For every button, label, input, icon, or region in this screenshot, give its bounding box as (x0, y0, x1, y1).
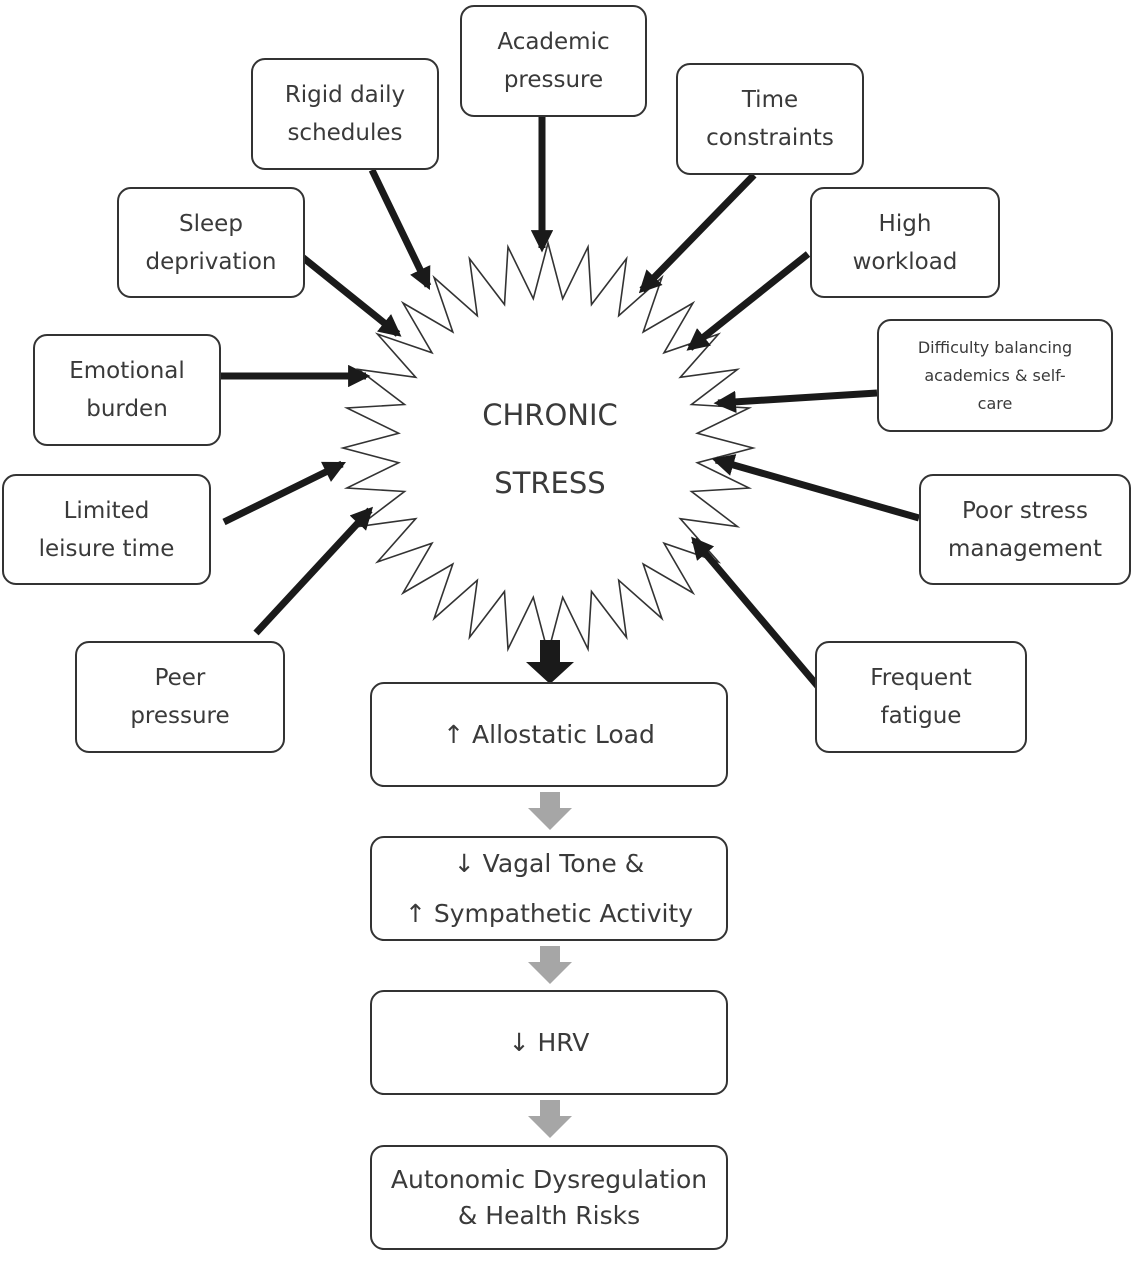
flow-arrow-3 (528, 1100, 572, 1138)
flow-hrv: ↓ HRV (370, 990, 728, 1095)
arrow-peer-pressure (253, 506, 374, 636)
flow-allostatic-load: ↑ Allostatic Load (370, 682, 728, 787)
flow-arrow-2 (528, 946, 572, 984)
arrow-frequent-fatigue (691, 536, 824, 693)
factor-academic-pressure: Academic pressure (460, 5, 647, 117)
arrow-poor-stress-management (711, 454, 920, 522)
arrow-time-constraints (638, 172, 757, 294)
chronic-stress-starburst (339, 239, 757, 657)
arrow-sleep-deprivation (293, 249, 402, 337)
factor-time-constraints: Time constraints (676, 63, 864, 175)
factor-poor-stress-management: Poor stress management (919, 474, 1131, 585)
arrow-rigid-daily-schedules (368, 168, 432, 291)
factor-rigid-daily-schedules: Rigid daily schedules (251, 58, 439, 170)
factor-limited-leisure-time: Limited leisure time (2, 474, 211, 585)
factor-emotional-burden: Emotional burden (33, 334, 221, 446)
arrow-difficulty-balancing (713, 389, 878, 414)
factor-frequent-fatigue: Frequent fatigue (815, 641, 1027, 753)
burst-to-allostatic-arrow (526, 640, 574, 684)
factor-sleep-deprivation: Sleep deprivation (117, 187, 305, 298)
flow-autonomic-dysregulation: Autonomic Dysregulation & Health Risks (370, 1145, 728, 1250)
flow-arrow-1 (528, 792, 572, 830)
arrow-high-workload (686, 251, 811, 351)
factor-high-workload: High workload (810, 187, 1000, 298)
factor-peer-pressure: Peer pressure (75, 641, 285, 753)
factor-difficulty-balancing: Difficulty balancing academics & self- c… (877, 319, 1113, 432)
arrow-limited-leisure-time (222, 460, 347, 526)
flow-vagal-sympathetic: ↓ Vagal Tone & ↑ Sympathetic Activity (370, 836, 728, 941)
center-label-line2: STRESS (494, 466, 606, 500)
center-label-line1: CHRONIC (482, 398, 618, 432)
